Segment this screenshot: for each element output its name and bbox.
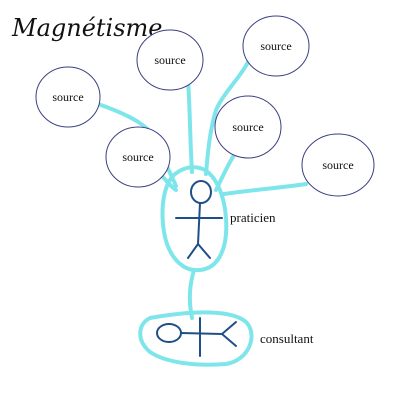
source-node-2: source — [136, 29, 204, 91]
energy-connectors — [96, 60, 308, 367]
diagram-title: Magnétisme — [11, 14, 163, 42]
source-ellipse — [35, 66, 101, 128]
source-ellipse — [301, 133, 375, 197]
source-node-4: source — [105, 126, 171, 188]
connector-source-2 — [186, 78, 194, 174]
source-label: source — [322, 158, 353, 172]
client-legs — [221, 321, 237, 347]
source-label: source — [154, 53, 185, 67]
source-node-1: source — [35, 66, 101, 128]
practitioner-figure — [175, 180, 223, 259]
source-label: source — [260, 39, 291, 53]
source-label: source — [122, 150, 153, 164]
client-halo — [138, 310, 254, 367]
practitioner-head — [190, 180, 212, 204]
client-head — [156, 323, 182, 343]
source-ellipse — [242, 15, 310, 77]
source-ellipse — [214, 95, 282, 159]
source-node-3: source — [242, 15, 310, 77]
source-label: source — [232, 120, 263, 134]
practitioner-body — [197, 202, 201, 245]
practitioner-halo — [160, 165, 229, 273]
source-label: source — [52, 90, 83, 104]
connector-source-6 — [222, 182, 308, 196]
connector-source-3 — [204, 60, 250, 176]
source-ellipse — [105, 126, 171, 188]
source-node-5: source — [214, 95, 282, 159]
client-label: consultant — [260, 331, 314, 346]
client-body — [180, 332, 223, 335]
practitioner-label: praticien — [230, 210, 276, 225]
client-figure — [156, 317, 237, 357]
practitioner-legs — [187, 243, 211, 259]
source-nodes: source source source source source sourc… — [35, 15, 375, 197]
source-node-6: source — [301, 133, 375, 197]
source-ellipse — [136, 29, 204, 91]
